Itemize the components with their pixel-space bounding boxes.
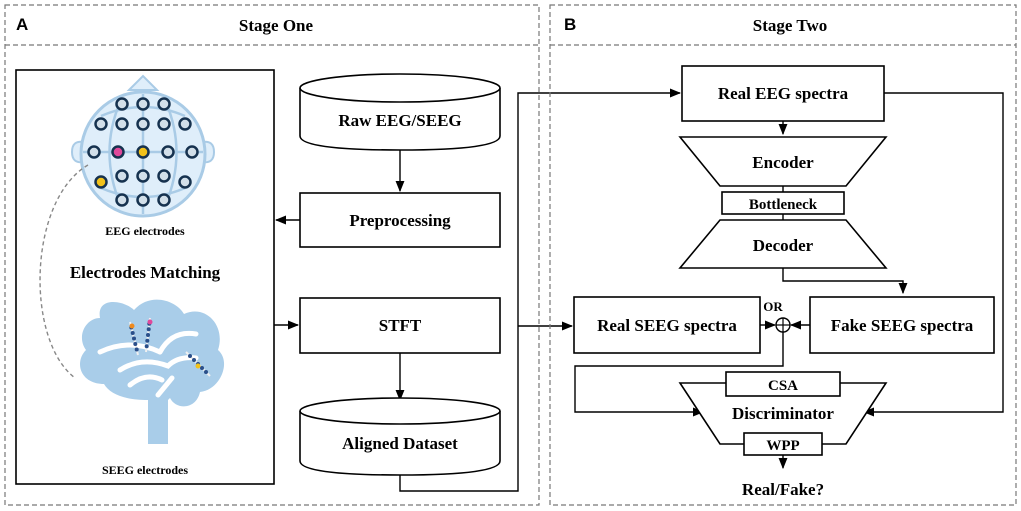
preprocessing-box [299,192,501,248]
brain-illustration [80,299,225,444]
real-seeg-label: Real SEEG spectra [597,316,737,335]
wpp-label: WPP [766,438,799,454]
stage-one-title: Stage One [239,16,314,35]
seeg-contact-dot [188,354,192,358]
panel-letter-b: B [564,15,576,34]
seeg-highlight-orange [129,323,135,329]
real-seeg-box [573,296,761,354]
eeg-electrode-dot [115,193,129,207]
stage-connector [399,88,682,492]
seeg-highlight-yellow [195,363,201,369]
raw-data-cylinder: Raw EEG/SEEG [299,73,501,151]
seeg-contact-dot [132,336,136,341]
eeg-electrode-dot [178,117,192,131]
seeg-contact-dot [204,370,208,374]
seeg-contact-dot [146,333,150,337]
decoder-label: Decoder [753,236,814,255]
decoder-shape [678,219,888,269]
encoder-shape [678,136,888,187]
stft-label: STFT [379,316,422,335]
eeg-electrode-dot [178,175,192,189]
seeg-highlight-magenta [147,319,153,325]
eeg-head-illustration [70,74,216,218]
seeg-contact-dot [134,347,139,352]
eeg-electrode-dot [115,97,129,111]
discriminator-label: Discriminator [732,404,834,423]
eeg-electrode-dot [157,169,171,183]
aligned-dataset-cylinder: Aligned Dataset [299,397,501,476]
eeg-electrode-dot [136,97,150,111]
eeg-electrode-dot [87,145,101,159]
fake-seeg-label: Fake SEEG spectra [831,316,974,335]
eeg-electrode-dot [136,145,150,159]
seeg-contact-dot [146,327,151,332]
output-label: Real/Fake? [742,480,824,499]
eeg-electrode-dot [115,117,129,131]
eeg-electrode-dot [136,169,150,183]
stage-one-panel: A Stage One EEG electrodes Electrodes Ma… [4,4,540,506]
stft-box [299,297,501,354]
stage-two-panel: B Stage Two Real EEG spectra Encoder Bot… [549,4,1017,506]
eeg-electrode-dot [94,175,108,189]
eeg-electrode-dot [111,145,125,159]
matching-connector [39,164,89,379]
csa-box [725,371,841,397]
electrodes-matching-label: Electrodes Matching [70,263,221,282]
eeg-electrode-dot [157,117,171,131]
eeg-electrode-dot [157,193,171,207]
raw-data-label: Raw EEG/SEEG [338,111,461,130]
csa-label: CSA [768,378,798,394]
seeg-contact-dot [192,358,196,362]
arrow-or-to-discriminator [574,332,784,417]
or-label: OR [763,299,783,314]
aligned-dataset-label: Aligned Dataset [342,434,458,453]
eeg-electrode-dot [136,117,150,131]
panel-letter-a: A [16,15,28,34]
eeg-electrode-group [87,97,199,207]
seeg-contact-dot [200,366,204,370]
arrow-decoder-to-fake-seeg [782,268,908,295]
eeg-electrode-dot [157,97,171,111]
eeg-electrode-dot [94,117,108,131]
eeg-electrodes-label: EEG electrodes [105,224,185,238]
eeg-electrode-dot [115,169,129,183]
eeg-electrode-dot [185,145,199,159]
seeg-contact-dot [133,342,138,346]
or-combiner-icon [775,317,791,333]
stage-one-frame [4,4,540,506]
arrow-aligned-to-real-eeg [399,88,682,492]
real-eeg-label: Real EEG spectra [718,84,849,103]
seeg-contact-dot [144,344,149,349]
arrow-real-eeg-to-discriminator [862,92,1004,417]
seeg-contact-dot [145,338,150,343]
stage-two-frame [549,4,1017,506]
preprocessing-label: Preprocessing [349,211,451,230]
stage-two-title: Stage Two [753,16,827,35]
bottleneck-label: Bottleneck [749,197,818,213]
seeg-contact-dot [130,331,135,335]
seeg-electrodes-label: SEEG electrodes [102,463,188,477]
encoder-label: Encoder [752,153,814,172]
eeg-electrode-dot [136,193,150,207]
eeg-electrode-dot [161,145,175,159]
